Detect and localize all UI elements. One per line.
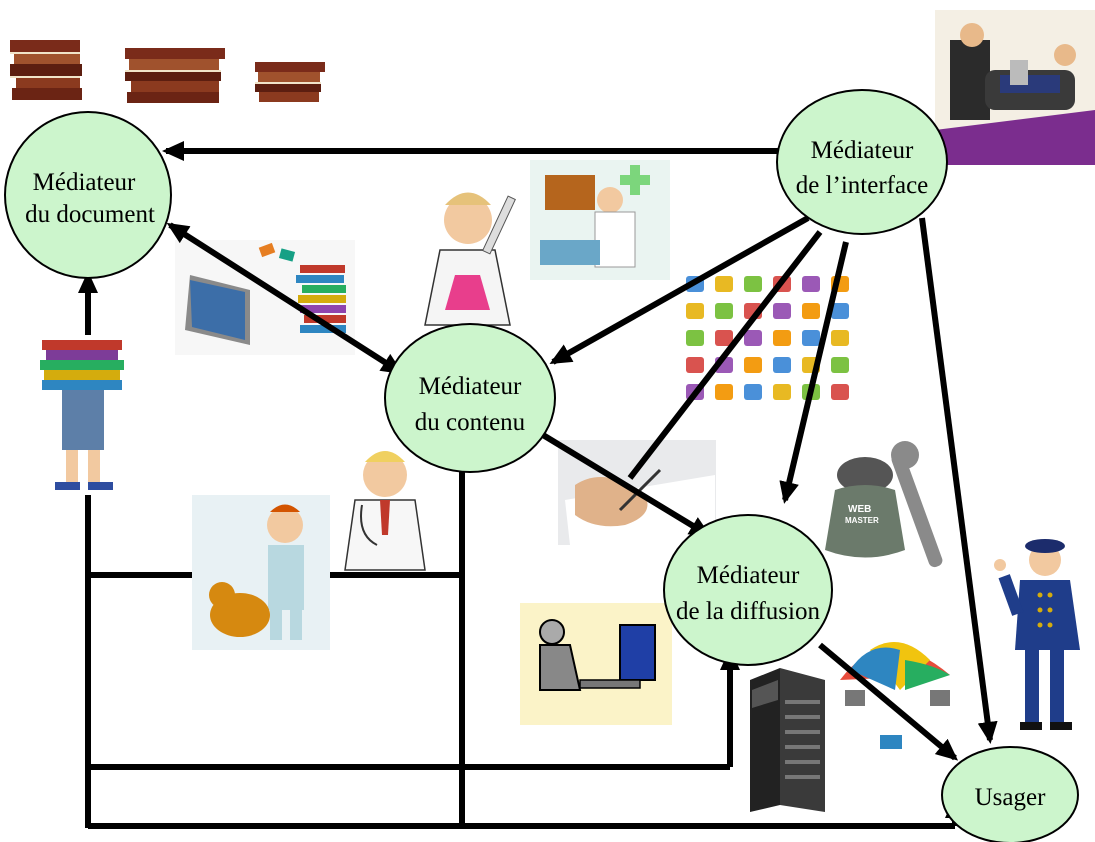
grid-icon (744, 357, 762, 373)
node-usager-label: Usager (975, 784, 1046, 811)
grid-icon (773, 330, 791, 346)
grid-icon (686, 357, 704, 373)
node-document-line1: Médiateur (33, 169, 136, 196)
node-contenu: Médiateur du contenu (384, 323, 556, 473)
grid-icon (715, 330, 733, 346)
grid-icon (802, 303, 820, 319)
webmaster-illustration: WEB MASTER (815, 440, 955, 580)
network-umbrella-illustration (840, 642, 950, 749)
arrow-contenu-to-diffusion (541, 432, 712, 538)
grid-icon (686, 303, 704, 319)
grid-icon (744, 384, 762, 400)
grid-icon (831, 330, 849, 346)
grid-icon (831, 357, 849, 373)
node-contenu-line1: Médiateur (419, 373, 522, 400)
grid-icon (802, 330, 820, 346)
scientist-illustration (415, 175, 525, 330)
office-worker-illustration (520, 603, 672, 725)
node-interface-line2: de l’interface (796, 172, 929, 199)
grid-icon (773, 303, 791, 319)
grid-icon (715, 276, 733, 292)
node-usager: Usager (941, 746, 1079, 842)
arrow-interface-to-diffusion-a (627, 230, 823, 480)
node-diffusion: Médiateur de la diffusion (663, 514, 833, 666)
grid-icon (831, 303, 849, 319)
officer-illustration (994, 539, 1080, 730)
grid-icon (715, 303, 733, 319)
grid-icon (715, 384, 733, 400)
node-diffusion-line1: Médiateur (697, 562, 800, 589)
server-rack-illustration (750, 668, 825, 812)
arrow-interface-to-usager (919, 217, 998, 744)
grid-icon (773, 357, 791, 373)
arrow-document-contenu (166, 222, 404, 375)
doctor-illustration (332, 440, 432, 575)
grid-icon (802, 276, 820, 292)
grid-icon (744, 276, 762, 292)
arrow-interface-to-diffusion-b (779, 241, 849, 504)
lab-technician-illustration (530, 160, 670, 280)
webmaster-badge-line2: MASTER (845, 516, 879, 525)
grid-icon (744, 330, 762, 346)
arrow-diffusion-to-usager (818, 642, 959, 761)
node-document: Médiateur du document (4, 111, 172, 279)
node-contenu-line2: du contenu (415, 409, 526, 436)
person-carrying-books-illustration (40, 335, 125, 495)
book-stacks-illustration (10, 40, 325, 103)
node-interface: Médiateur de l’interface (776, 89, 948, 235)
grid-icon (773, 384, 791, 400)
grid-icon (831, 384, 849, 400)
node-document-line2: du document (25, 201, 155, 228)
laptop-books-illustration (175, 240, 355, 355)
writing-hand-illustration (558, 440, 716, 545)
grid-icon (686, 330, 704, 346)
node-diffusion-line2: de la diffusion (676, 598, 820, 625)
webmaster-badge-line1: WEB (848, 504, 871, 515)
couch-scene-illustration (935, 10, 1095, 165)
node-interface-line1: Médiateur (811, 137, 914, 164)
arrow-interface-to-contenu (549, 215, 810, 365)
veterinarian-illustration (192, 495, 330, 650)
